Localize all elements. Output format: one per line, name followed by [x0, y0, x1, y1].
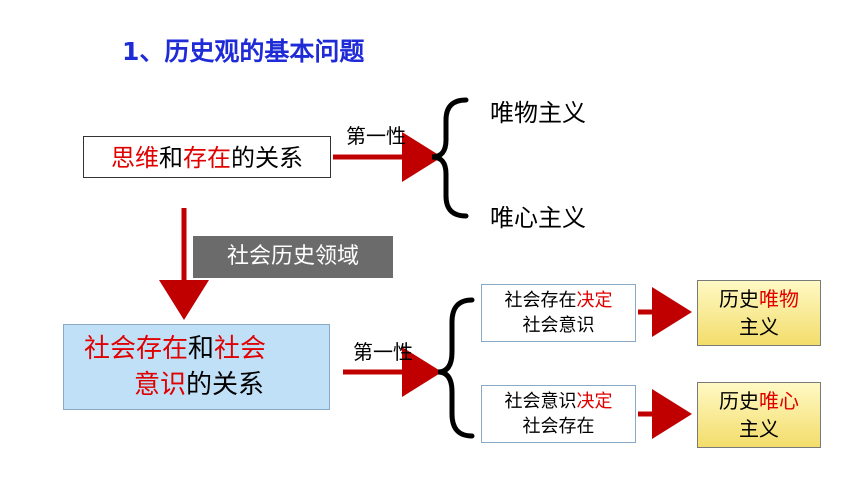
term-social: 社会 — [214, 334, 267, 364]
result2-line2: 主义 — [739, 417, 779, 441]
domain-label: 社会历史领域 — [193, 236, 393, 278]
term-being: 存在 — [183, 144, 231, 172]
branch-box-being-decides: 社会存在决定 社会意识 — [481, 284, 636, 342]
result1-prefix: 历史 — [719, 287, 759, 311]
branch-box-consciousness-decides: 社会意识决定 社会存在 — [481, 385, 636, 443]
arrow-label-top: 第一性 — [346, 124, 406, 148]
conj-and-2: 和 — [188, 334, 215, 364]
result-historical-materialism: 历史唯物 主义 — [697, 280, 821, 346]
result2-line1: 历史唯心 — [698, 387, 820, 415]
branch2-line1: 社会意识决定 — [482, 389, 635, 414]
term-relation-2: 的关系 — [186, 370, 265, 400]
result2-prefix: 历史 — [719, 389, 759, 413]
arrow-label-bottom: 第一性 — [353, 340, 413, 364]
page-title: 1、历史观的基本问题 — [122, 37, 365, 66]
option-idealism: 唯心主义 — [490, 204, 586, 232]
result1-line1: 历史唯物 — [698, 285, 820, 313]
thinking-being-box: 思维和存在的关系 — [83, 136, 331, 178]
conj-and: 和 — [159, 144, 183, 172]
term-thinking: 思维 — [111, 144, 159, 172]
branch1-line1: 社会存在决定 — [482, 288, 635, 313]
branch1-line2: 社会意识 — [522, 315, 595, 336]
term-relation: 的关系 — [231, 144, 303, 172]
term-consciousness: 意识 — [134, 370, 187, 400]
result2-keyword: 唯心 — [759, 389, 799, 413]
brace-bottom — [437, 297, 475, 439]
result-historical-idealism: 历史唯心 主义 — [697, 382, 821, 448]
branch1-subject: 社会存在 — [504, 290, 577, 311]
branch2-verb: 决定 — [576, 391, 613, 412]
branch2-line2: 社会存在 — [522, 416, 595, 437]
option-materialism: 唯物主义 — [490, 99, 586, 127]
term-social-being: 社会存在 — [84, 334, 189, 364]
social-being-box: 社会存在和社会 意识的关系 — [63, 324, 330, 410]
social-box-line1: 社会存在和社会 — [64, 331, 329, 367]
result1-keyword: 唯物 — [759, 287, 799, 311]
branch1-verb: 决定 — [576, 290, 613, 311]
branch2-subject: 社会意识 — [504, 391, 577, 412]
result1-line2: 主义 — [739, 315, 779, 339]
brace-top — [431, 97, 469, 219]
social-box-line2: 意识的关系 — [64, 367, 329, 403]
